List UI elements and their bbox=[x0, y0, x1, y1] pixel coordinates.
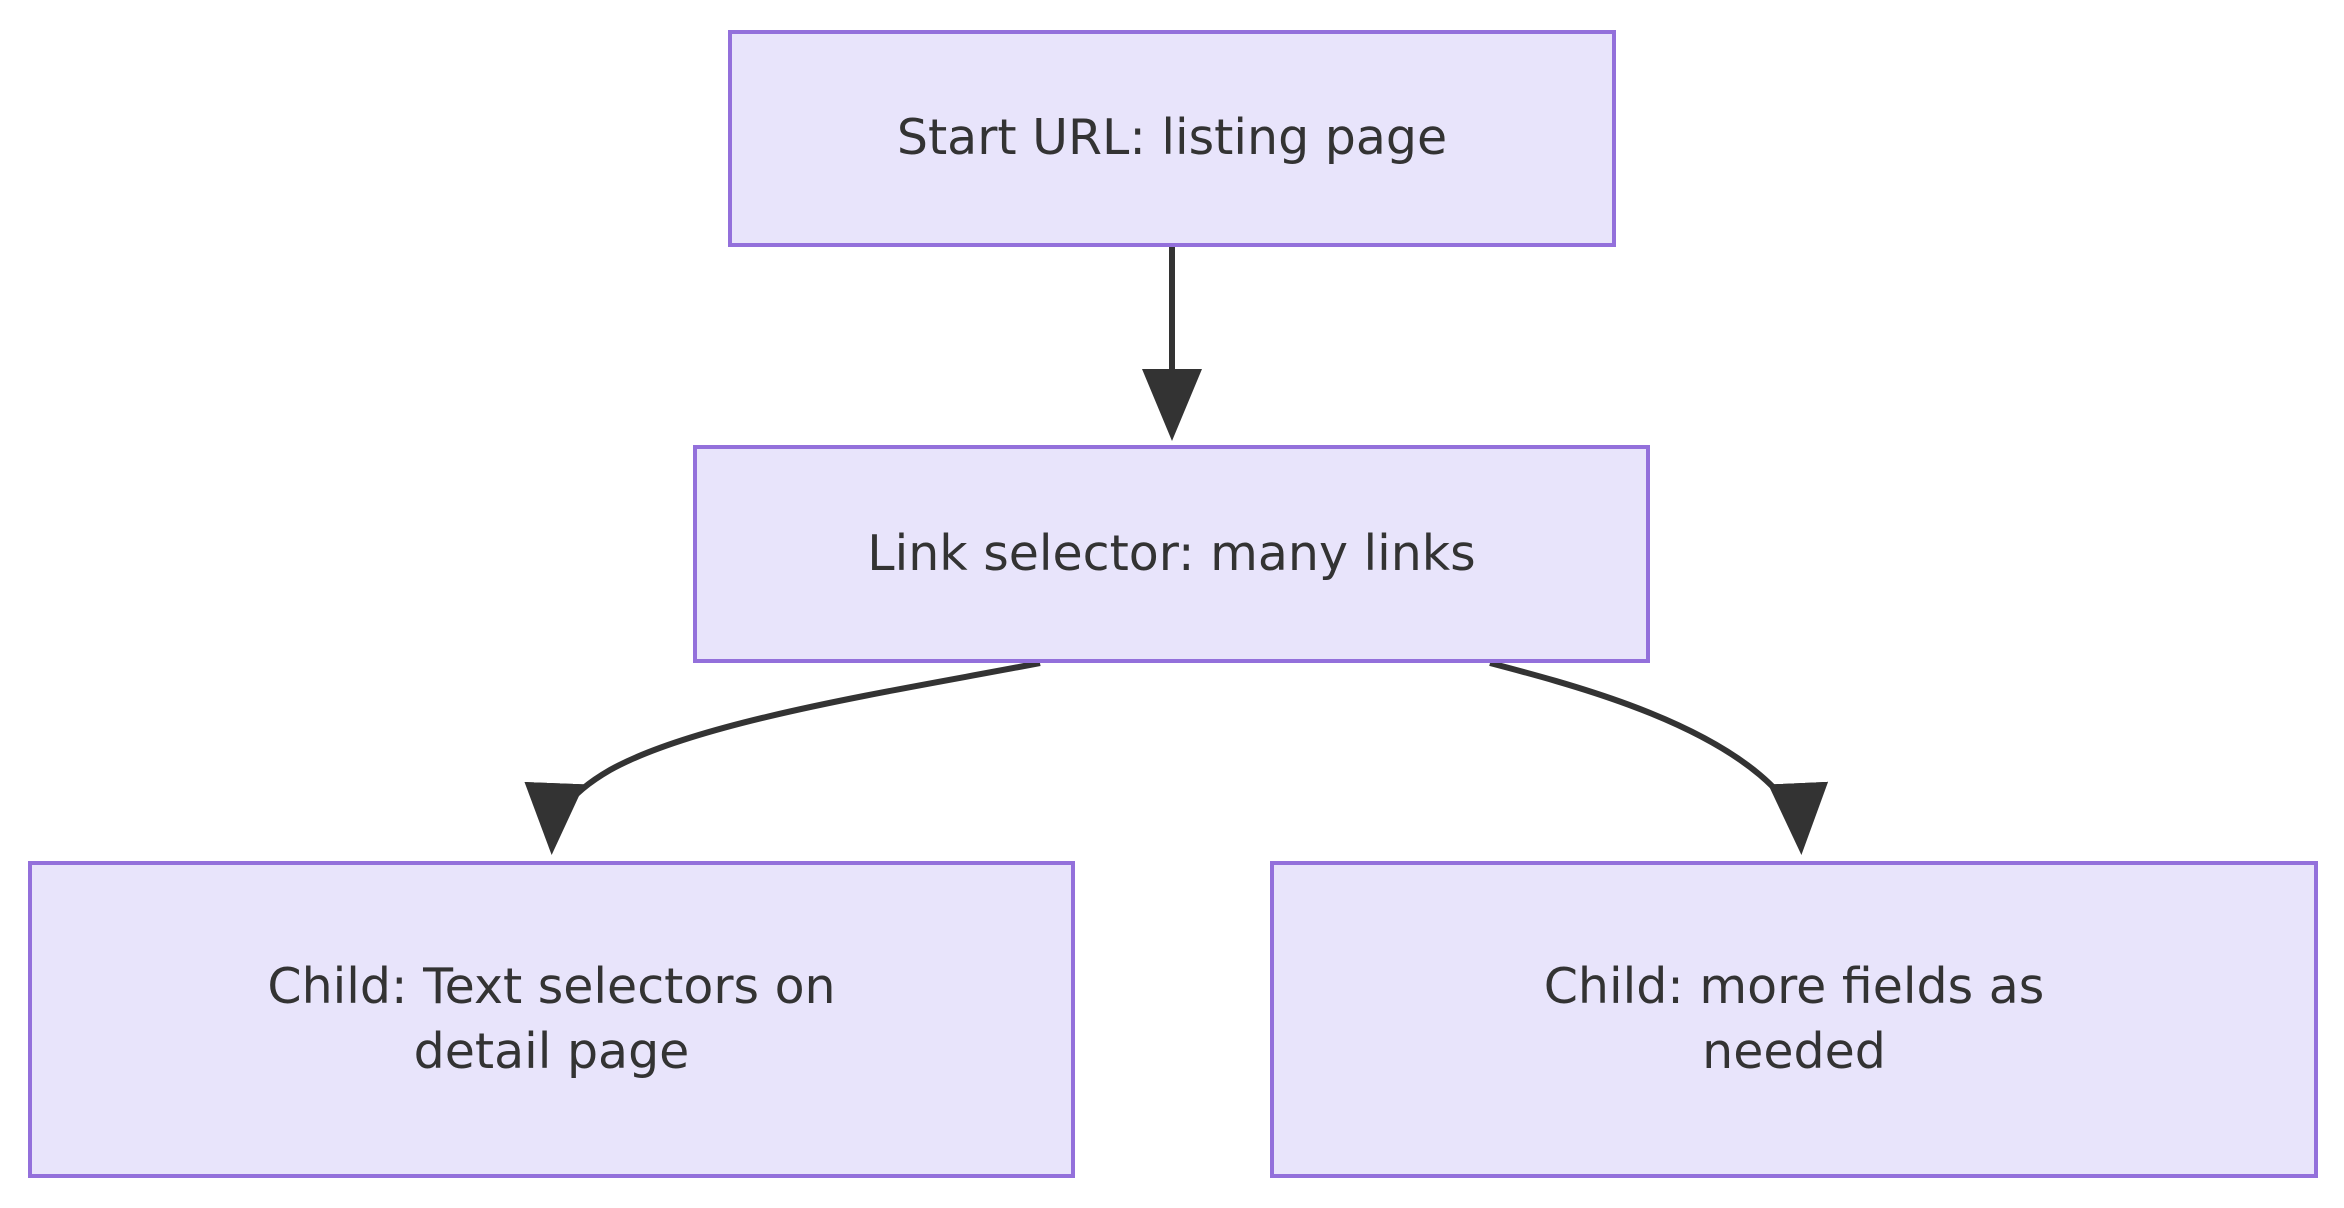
node-child-text-selectors-label: Child: Text selectors on detail page bbox=[267, 957, 836, 1080]
node-child-more-fields[interactable]: Child: more fields as needed bbox=[1270, 861, 2318, 1178]
node-link-selector[interactable]: Link selector: many links bbox=[693, 445, 1650, 663]
node-child-text-selectors[interactable]: Child: Text selectors on detail page bbox=[28, 861, 1075, 1178]
node-link-selector-label: Link selector: many links bbox=[867, 524, 1476, 582]
edge-linksel-to-child-more bbox=[1489, 660, 1829, 855]
edge-linksel-to-child-text bbox=[524, 660, 1041, 855]
node-child-more-fields-label: Child: more fields as needed bbox=[1543, 957, 2045, 1080]
node-start-url-label: Start URL: listing page bbox=[896, 109, 1448, 167]
node-start-url[interactable]: Start URL: listing page bbox=[728, 30, 1616, 247]
